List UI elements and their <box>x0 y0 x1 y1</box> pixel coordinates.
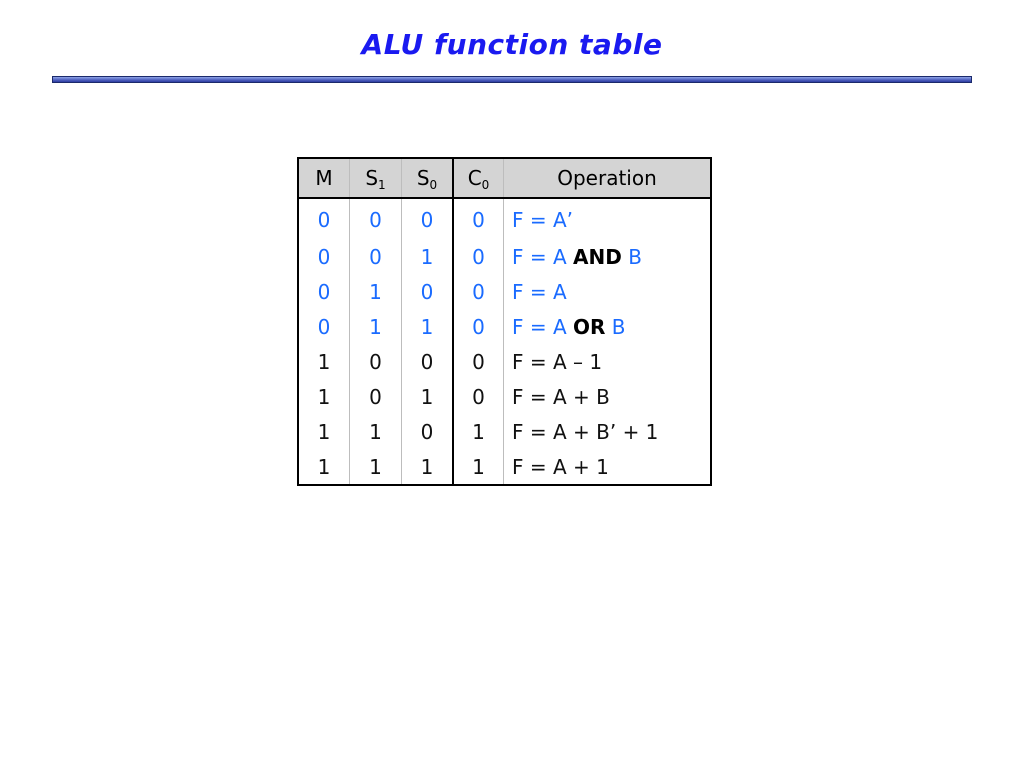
operation-expr: F = A + 1 <box>512 454 609 479</box>
cell-s0: 0 <box>401 274 454 309</box>
slide-title: ALU function table <box>361 28 663 61</box>
cell-operation: F = A <box>504 274 712 309</box>
cell-c0: 1 <box>453 449 504 485</box>
cell-m: 1 <box>298 414 350 449</box>
cell-c0: 0 <box>453 274 504 309</box>
table-header-row: M S1 S0 C0 Operation <box>298 158 711 199</box>
cell-m: 0 <box>298 309 350 344</box>
cell-c0: 0 <box>453 198 504 239</box>
cell-m: 0 <box>298 198 350 239</box>
operation-expr: F = A <box>512 244 574 269</box>
cell-m: 0 <box>298 274 350 309</box>
cell-c0: 0 <box>453 309 504 344</box>
operation-operand: B <box>621 244 642 269</box>
cell-s1: 0 <box>349 198 402 239</box>
cell-m: 1 <box>298 344 350 379</box>
operation-operand: B <box>605 314 626 339</box>
cell-m: 1 <box>298 449 350 485</box>
cell-operation: F = A + 1 <box>504 449 712 485</box>
operation-expr: F = A’ <box>512 208 574 232</box>
cell-s1: 1 <box>349 274 402 309</box>
cell-operation: F = A’ <box>504 198 712 239</box>
cell-operation: F = A + B’ + 1 <box>504 414 712 449</box>
cell-s0: 0 <box>401 198 454 239</box>
cell-s1: 1 <box>349 309 402 344</box>
header-c0: C0 <box>453 158 504 199</box>
operation-expr: F = A <box>512 279 567 304</box>
cell-operation: F = A – 1 <box>504 344 712 379</box>
cell-s0: 0 <box>401 414 454 449</box>
header-s1: S1 <box>349 158 402 199</box>
cell-m: 0 <box>298 239 350 274</box>
operation-expr: F = A – 1 <box>512 349 603 374</box>
header-s0: S0 <box>401 158 454 199</box>
cell-operation: F = A OR B <box>504 309 712 344</box>
cell-s0: 1 <box>401 379 454 414</box>
cell-s1: 1 <box>349 449 402 485</box>
cell-s0: 1 <box>401 239 454 274</box>
header-m: M <box>298 158 350 199</box>
operation-keyword: OR <box>573 314 606 339</box>
operation-expr: F = A <box>512 314 574 339</box>
cell-c0: 0 <box>453 239 504 274</box>
cell-operation: F = A + B <box>504 379 712 414</box>
cell-s1: 0 <box>349 379 402 414</box>
operation-expr: F = A + B’ + 1 <box>512 419 659 444</box>
cell-operation: F = A AND B <box>504 239 712 274</box>
cell-s1: 1 <box>349 414 402 449</box>
cell-s0: 0 <box>401 344 454 379</box>
operation-expr: F = A + B <box>512 384 610 409</box>
cell-s1: 0 <box>349 344 402 379</box>
cell-c0: 0 <box>453 379 504 414</box>
operation-keyword: AND <box>573 244 622 269</box>
cell-c0: 0 <box>453 344 504 379</box>
header-operation: Operation <box>503 158 711 199</box>
title-divider <box>52 76 972 83</box>
cell-m: 1 <box>298 379 350 414</box>
cell-s0: 1 <box>401 309 454 344</box>
cell-c0: 1 <box>453 414 504 449</box>
cell-s0: 1 <box>401 449 454 485</box>
cell-s1: 0 <box>349 239 402 274</box>
